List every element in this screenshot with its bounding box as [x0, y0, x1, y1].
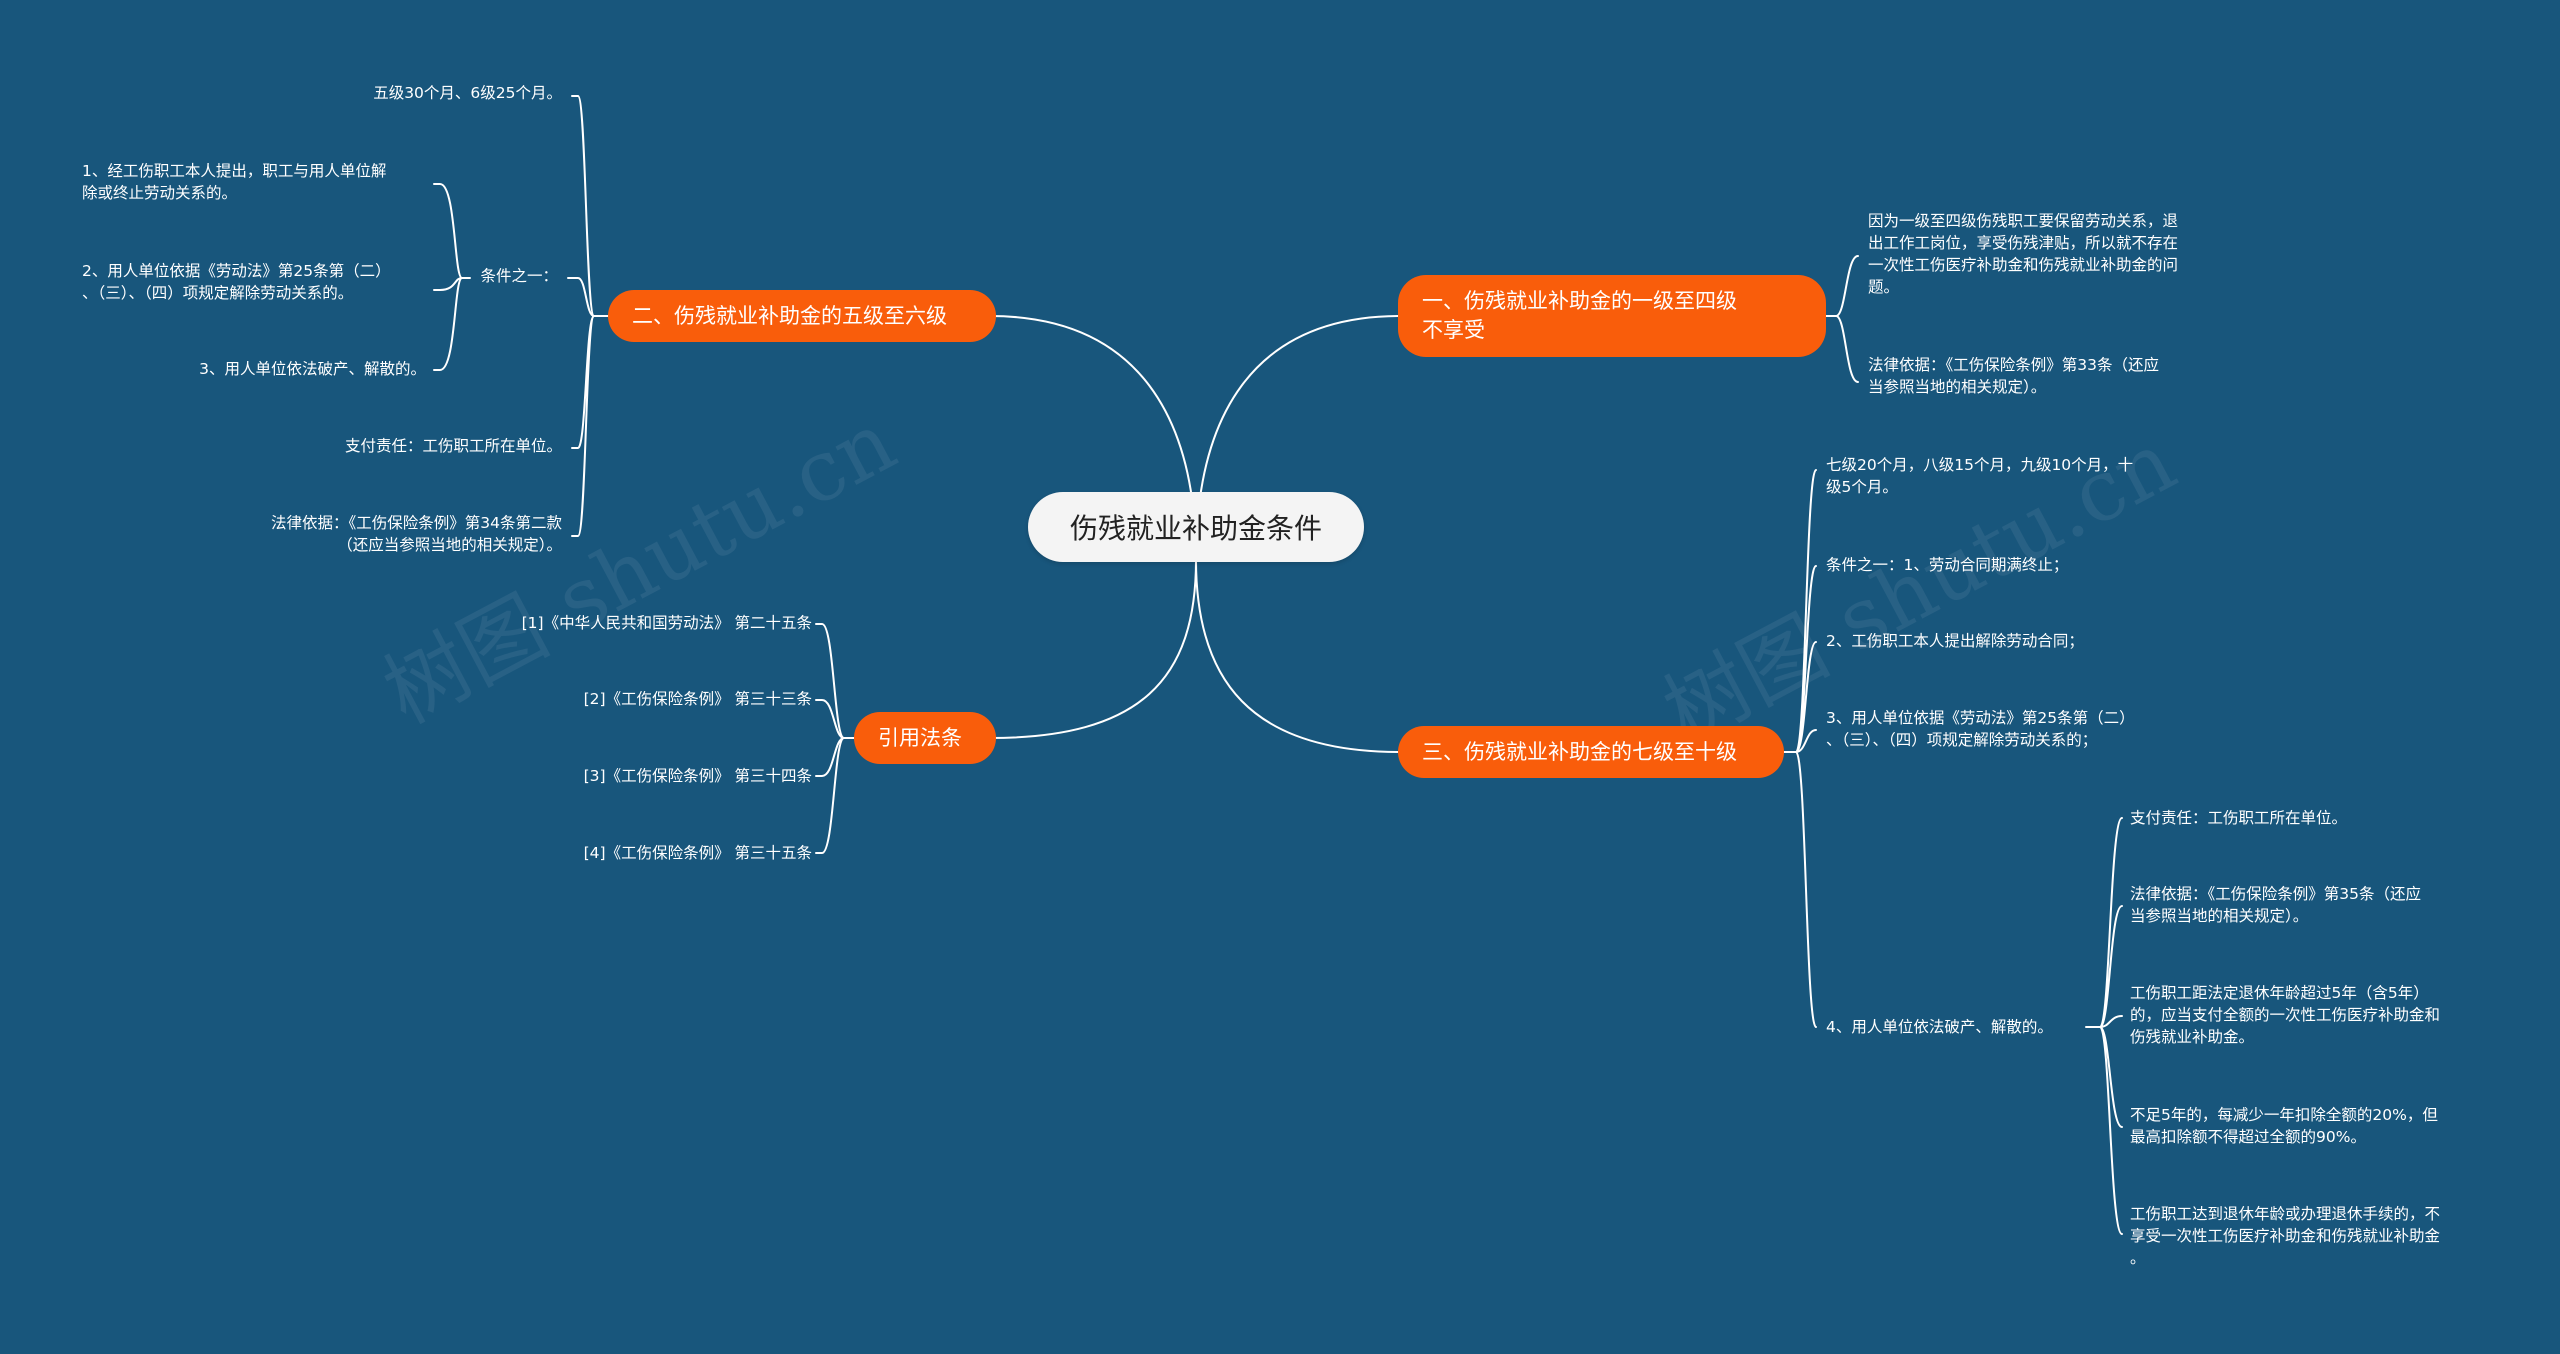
leaf-b2-cond-3: 3、用人单位依法破产、解散的。: [199, 360, 426, 378]
link-b4-bracket: [815, 623, 857, 854]
leaf-b3-sub-3: 工伤职工距法定退休年龄超过5年（含5年） 的，应当支付全额的一次性工伤医疗补助金…: [2130, 984, 2441, 1046]
leaf-b2-4: 法律依据：《工伤保险条例》第34条第二款 （还应当参照当地的相关规定）。: [271, 514, 562, 554]
link-b2-conditions-bracket: [433, 183, 471, 371]
branch-node-2[interactable]: 二、伤残就业补助金的五级至六级: [608, 290, 996, 342]
leaf-b3-5: 4、用人单位依法破产、解散的。: [1826, 1018, 2053, 1036]
leaf-b4-1: [1]《中华人民共和国劳动法》 第二十五条: [521, 614, 812, 632]
link-root-b4: [989, 559, 1197, 739]
leaf-b3-sub-2: 法律依据：《工伤保险条例》第35条（还应 当参照当地的相关规定）。: [2130, 885, 2421, 925]
branch-label: 引用法条: [878, 725, 962, 750]
leaf-b3-1: 七级20个月，八级15个月，九级10个月，十 级5个月。: [1826, 456, 2134, 496]
link-b1-bracket: [1825, 255, 1859, 383]
link-root-b3: [1195, 559, 1401, 753]
leaf-b2-2: 条件之一：: [480, 267, 558, 285]
root-label: 伤残就业补助金条件: [1069, 512, 1322, 545]
branch-label: 三、伤残就业补助金的七级至十级: [1422, 739, 1737, 764]
root-node[interactable]: 伤残就业补助金条件: [1028, 492, 1364, 562]
leaf-b2-3: 支付责任：工伤职工所在单位。: [344, 437, 562, 455]
leaf-b3-3: 2、工伤职工本人提出解除劳动合同；: [1826, 632, 2084, 650]
leaf-b2-cond-2: 2、用人单位依据《劳动法》第25条第（二） 、（三）、（四）项规定解除劳动关系的…: [82, 262, 391, 302]
leaf-b4-3: [3]《工伤保险条例》 第三十四条: [583, 767, 812, 785]
link-b3-bracket: [1783, 469, 1817, 1028]
branch-label: 二、伤残就业补助金的五级至六级: [632, 303, 947, 328]
leaf-b3-2: 条件之一：1、劳动合同期满终止；: [1826, 556, 2069, 574]
leaf-b3-sub-5: 工伤职工达到退休年龄或办理退休手续的，不 享受一次性工伤医疗补助金和伤残就业补助…: [2130, 1205, 2441, 1267]
leaf-b4-2: [2]《工伤保险条例》 第三十三条: [583, 690, 812, 708]
leaf-b2-cond-1: 1、经工伤职工本人提出，职工与用人单位解 除或终止劳动关系的。: [82, 162, 387, 202]
link-b2-bracket: [567, 95, 609, 537]
leaf-b1-2: 法律依据：《工伤保险条例》第33条（还应 当参照当地的相关规定）。: [1868, 356, 2159, 396]
leaf-b3-4: 3、用人单位依据《劳动法》第25条第（二） 、（三）、（四）项规定解除劳动关系的…: [1826, 709, 2135, 749]
branch-node-3[interactable]: 三、伤残就业补助金的七级至十级: [1398, 726, 1784, 778]
leaf-b2-1: 五级30个月、6级25个月。: [373, 84, 562, 102]
leaf-b4-4: [4]《工伤保险条例》 第三十五条: [583, 844, 812, 862]
branch-label: 一、伤残就业补助金的一级至四级 不享受: [1422, 289, 1737, 342]
leaf-b3-sub-4: 不足5年的，每减少一年扣除全额的20%，但 最高扣除额不得超过全额的90%。: [2130, 1106, 2438, 1146]
link-b3-sub-bracket: [2085, 817, 2123, 1235]
branch-node-4[interactable]: 引用法条: [854, 712, 996, 764]
branch-node-1[interactable]: 一、伤残就业补助金的一级至四级 不享受: [1398, 275, 1826, 357]
leaf-b3-sub-1: 支付责任：工伤职工所在单位。: [2130, 809, 2348, 827]
leaf-b1-1: 因为一级至四级伤残职工要保留劳动关系，退 出工作工岗位，享受伤残津贴，所以就不存…: [1868, 212, 2179, 296]
